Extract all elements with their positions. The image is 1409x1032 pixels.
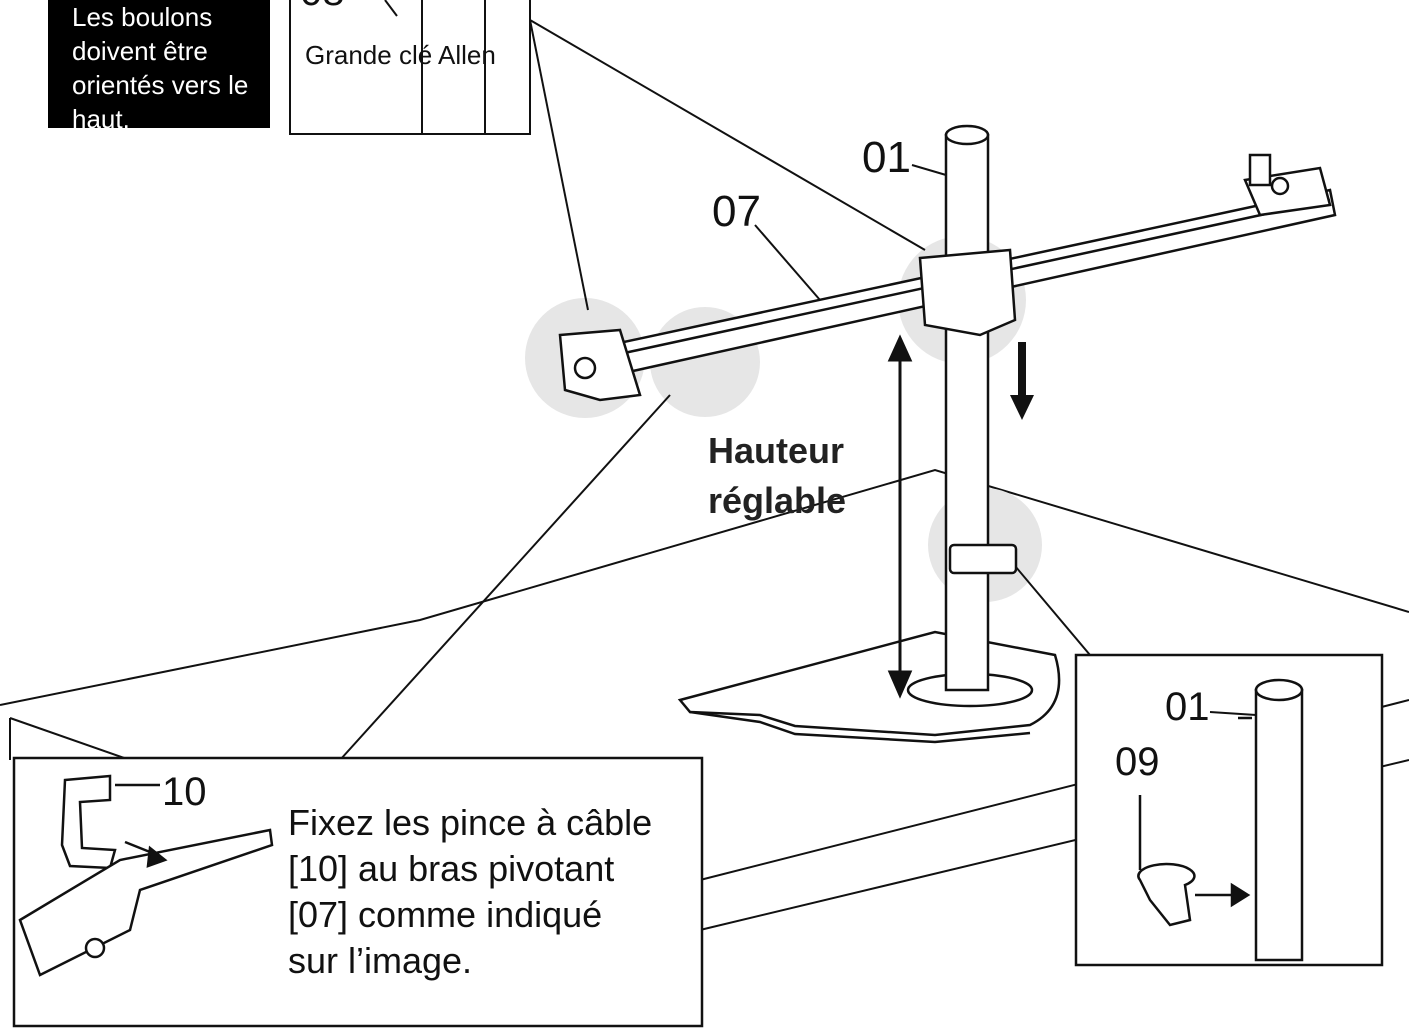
label-07: 07 [712, 187, 761, 236]
tool-number: 08 [300, 0, 345, 14]
stand-base [677, 630, 1061, 744]
callout-lines [339, 19, 1091, 761]
down-arrow [1010, 342, 1034, 420]
bolts-note-text: Les boulons doivent être orientés vers l… [72, 2, 249, 134]
collar-inset-frame [1074, 653, 1384, 967]
clip-drawing [18, 774, 274, 977]
allen-key-inset [289, 0, 531, 135]
height-adjustable-label: Hauteur réglable [708, 430, 847, 521]
collar-drawing [1137, 678, 1304, 962]
swing-arm-07 [558, 153, 1337, 402]
label-09: 09 [1115, 740, 1160, 784]
label-01-inset: 01 [1165, 685, 1210, 729]
label-10: 10 [162, 770, 207, 814]
bolts-note: Les boulons doivent être orientés vers l… [48, 0, 270, 134]
instruction-text: Fixez les pince à câble [10] au bras piv… [288, 802, 653, 981]
pole-01 [944, 124, 1018, 692]
label-01: 01 [862, 133, 911, 182]
tool-label: Grande clé Allen [305, 40, 496, 70]
label-leaders [754, 164, 1257, 716]
height-arrow [887, 334, 913, 699]
